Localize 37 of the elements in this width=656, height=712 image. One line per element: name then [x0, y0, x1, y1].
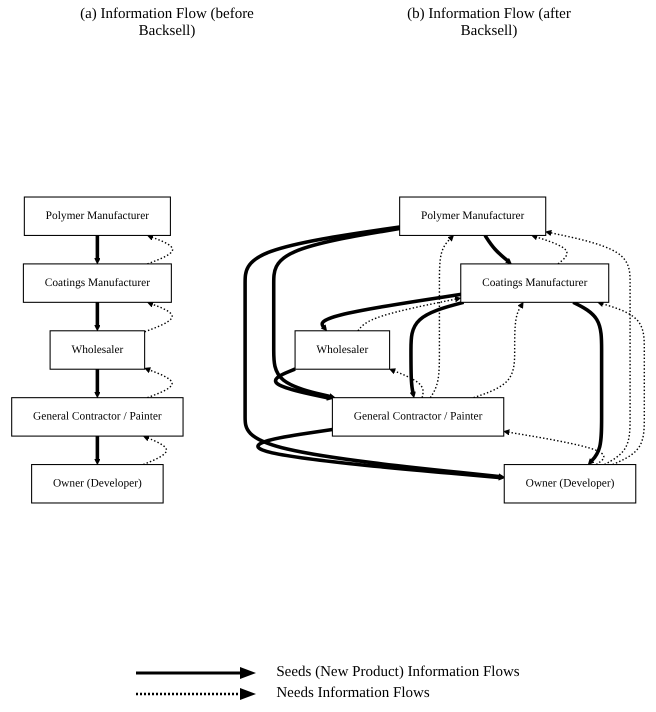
arrow — [430, 235, 454, 398]
arrow — [545, 230, 631, 466]
arrow — [243, 225, 505, 480]
arrow — [531, 234, 568, 264]
arrow — [144, 367, 173, 398]
arrow — [144, 301, 173, 333]
node-box: Coatings Manufacturer — [22, 263, 172, 303]
arrow — [94, 235, 100, 264]
arrow — [484, 234, 512, 264]
legend-text: Needs Information Flows — [276, 685, 430, 702]
arrow — [320, 292, 462, 332]
arrow — [94, 302, 100, 332]
arrow — [572, 300, 604, 465]
node-box: Wholesaler — [294, 330, 390, 370]
legend-text: Seeds (New Product) Information Flows — [276, 664, 520, 681]
node-box: Owner (Developer) — [504, 464, 636, 504]
arrow — [147, 234, 174, 265]
node-box: Coatings Manufacturer — [460, 263, 610, 303]
node-box: Polymer Manufacturer — [24, 196, 171, 236]
node-box: Owner (Developer) — [31, 464, 164, 504]
arrow — [274, 367, 333, 401]
arrow — [94, 369, 100, 398]
column-heading: (b) Information Flow (after Backsell) — [406, 6, 572, 40]
arrow — [597, 300, 646, 466]
node-box: Polymer Manufacturer — [399, 196, 546, 236]
arrow — [409, 300, 464, 398]
arrow — [94, 436, 100, 465]
node-box: General Contractor / Painter — [332, 397, 504, 437]
arrow — [503, 429, 604, 466]
column-heading: (a) Information Flow (before Backsell) — [79, 6, 255, 40]
arrow — [256, 428, 505, 481]
arrow — [143, 435, 168, 466]
node-box: Wholesaler — [50, 330, 146, 370]
arrow — [357, 296, 462, 332]
arrow — [389, 368, 424, 398]
node-box: General Contractor / Painter — [11, 397, 184, 437]
arrow — [272, 226, 400, 400]
